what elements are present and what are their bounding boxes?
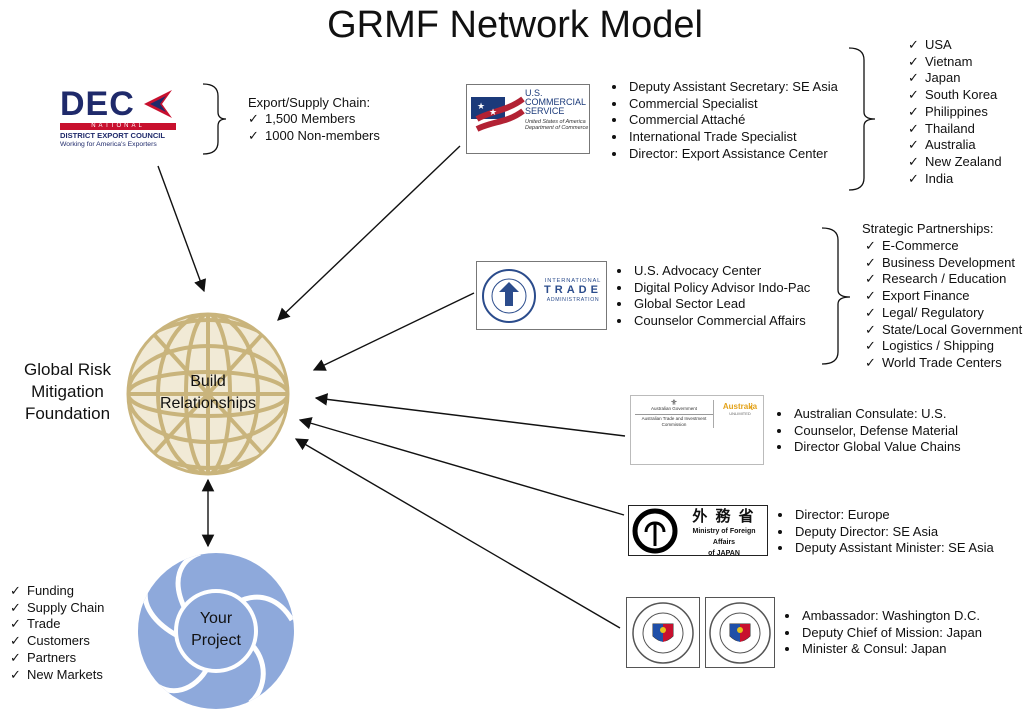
list-item: New Zealand [908,154,1002,171]
arrow-ita [312,292,475,371]
list-item: State/Local Government [865,322,1022,339]
list-item: Logistics / Shipping [865,338,1022,355]
list-item: Research / Education [865,271,1022,288]
flag-emblem-icon: ★ ★ [471,96,525,132]
list-item: Funding [10,583,104,600]
list-item: Commercial Attaché [627,112,838,129]
list-item: Commercial Specialist [627,96,838,113]
list-item: Ambassador: Washington D.C. [800,608,982,625]
brackets [202,47,876,365]
list-item: 1,500 Members [248,111,380,128]
list-item: Thailand [908,121,1002,138]
build-relationships-globe [126,312,290,476]
mofa-japan-logo: 外 務 省 Ministry of Foreign Affairs of JAP… [628,505,768,557]
list-item: Digital Policy Advisor Indo-Pac [632,280,810,297]
us-commercial-service-logo: ★ ★ U.S. COMMERCIAL SERVICE United State… [466,84,590,154]
list-item: Customers [10,633,104,650]
your-project-globe [138,553,294,709]
commerce-seal-icon [482,269,536,323]
mofa-emblem-icon [632,508,678,554]
ph-embassy-seal-2 [705,597,775,668]
dec-logo: DEC NATIONAL DISTRICT EXPORT COUNCIL Wor… [60,86,178,152]
dec-heading: Export/Supply Chain: [248,95,371,110]
list-item: Philippines [908,104,1002,121]
arrow-japan [298,417,625,516]
list-item: Director: Europe [793,507,994,524]
countries-list: USA Vietnam Japan South Korea Philippine… [908,37,1002,187]
japan-roles-list: Director: Europe Deputy Director: SE Asi… [776,507,994,557]
arrow-philippines [294,438,621,629]
list-item: Counselor, Defense Material [792,423,961,440]
dec-bracket [202,83,227,155]
austrade-logo: ⚜ Australian Government Australian Trade… [630,395,764,465]
list-item: Deputy Assistant Minister: SE Asia [793,540,994,557]
connector-arrows [157,145,626,629]
list-item: Global Sector Lead [632,296,810,313]
list-item: World Trade Centers [865,355,1022,372]
list-item: Trade [10,616,104,633]
coat-of-arms-icon: ⚜ [670,398,678,407]
list-item: Deputy Chief of Mission: Japan [800,625,982,642]
ita-roles-list: U.S. Advocacy Center Digital Policy Advi… [615,263,810,330]
page-title: GRMF Network Model [327,4,703,46]
list-item: E-Commerce [865,238,1022,255]
embassy-seal-icon [709,602,771,664]
uscs-roles-list: Deputy Assistant Secretary: SE Asia Comm… [610,79,838,163]
partnerships-list: E-Commerce Business Development Research… [865,238,1022,372]
list-item: 1000 Non-members [248,128,380,145]
ita-logo: INTERNATIONAL TRADE ADMINISTRATION [476,261,607,330]
partnerships-heading: Strategic Partnerships: [862,221,994,236]
uscs-bracket [848,47,876,191]
your-project-label: Your Project [191,610,241,649]
arrow-dec [157,165,206,293]
dec-members-list: 1,500 Members 1000 Non-members [248,111,380,144]
arrow-australia [314,393,626,437]
list-item: Business Development [865,255,1022,272]
list-item: Australia [908,137,1002,154]
list-item: Counselor Commercial Affairs [632,313,810,330]
svg-text:★: ★ [477,101,485,111]
list-item: U.S. Advocacy Center [632,263,810,280]
foundation-label: Global Risk Mitigation Foundation [24,360,111,423]
list-item: Deputy Director: SE Asia [793,524,994,541]
ph-embassy-seal-1 [626,597,700,668]
embassy-seal-icon [632,602,694,664]
philippines-roles-list: Ambassador: Washington D.C. Deputy Chief… [783,608,982,658]
arrow-uscs [277,145,461,321]
star-icon [144,90,172,118]
list-item: India [908,171,1002,188]
list-item: Partners [10,650,104,667]
build-relationships-label: Build Relationships [159,373,257,412]
ita-bracket [821,227,851,365]
australia-roles-list: Australian Consulate: U.S. Counselor, De… [775,406,961,456]
list-item: International Trade Specialist [627,129,838,146]
list-item: Legal/ Regulatory [865,305,1022,322]
list-item: New Markets [10,667,104,684]
svg-text:★: ★ [489,107,497,117]
list-item: Deputy Assistant Secretary: SE Asia [627,79,838,96]
list-item: USA [908,37,1002,54]
chevron-icon: ‹ [749,398,754,414]
list-item: Supply Chain [10,600,104,617]
list-item: Export Finance [865,288,1022,305]
project-benefits-list: Funding Supply Chain Trade Customers Par… [10,583,104,683]
list-item: Minister & Consul: Japan [800,641,982,658]
list-item: Australian Consulate: U.S. [792,406,961,423]
list-item: Japan [908,70,1002,87]
list-item: Vietnam [908,54,1002,71]
list-item: Director: Export Assistance Center [627,146,838,163]
list-item: South Korea [908,87,1002,104]
list-item: Director Global Value Chains [792,439,961,456]
